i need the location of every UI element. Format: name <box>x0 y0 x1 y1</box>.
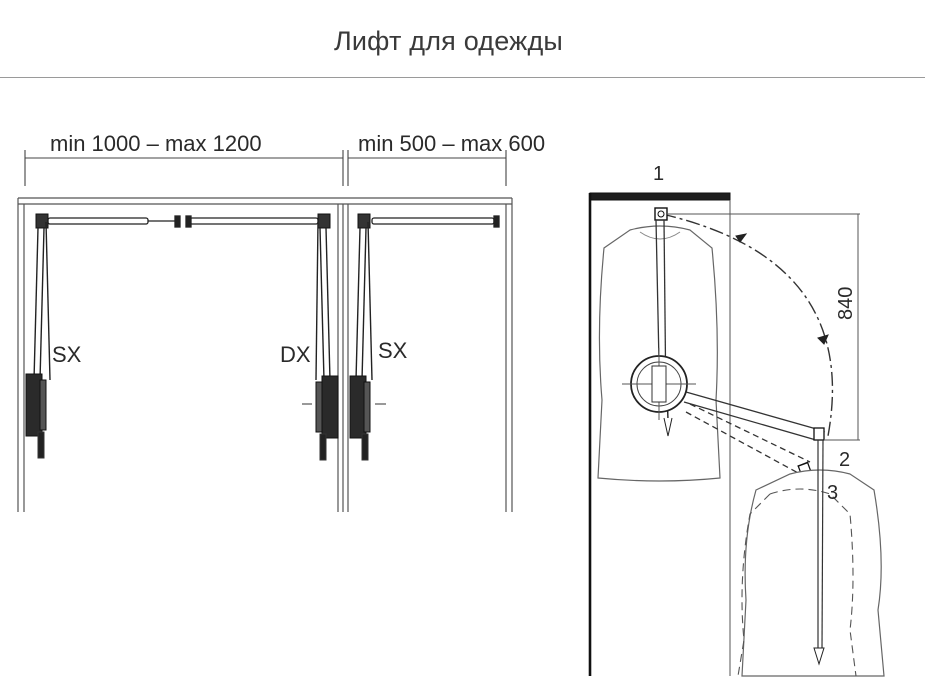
dimension-line-narrow <box>347 150 507 186</box>
dimension-line-wide <box>24 150 344 186</box>
lift-mechanism-right <box>349 213 386 461</box>
garment-lowered <box>741 469 885 677</box>
dimension-label-wide: min 1000 – max 1200 <box>50 131 262 156</box>
hanging-rails <box>47 215 500 228</box>
position-label-2: 2 <box>839 449 850 471</box>
cabinet-frame <box>17 197 513 512</box>
title-divider <box>0 77 925 78</box>
cabinet-front-view <box>17 150 513 512</box>
position-label-3: 3 <box>827 482 838 504</box>
lift-hub <box>622 348 696 420</box>
height-dimension-label: 840 <box>835 287 857 320</box>
lift-mechanism-middle <box>302 213 339 461</box>
dimension-840 <box>668 213 860 441</box>
swing-arc <box>661 213 834 437</box>
top-panel <box>589 192 731 201</box>
side-label-sx-right: SX <box>378 338 408 363</box>
cabinet-side-view <box>588 192 885 677</box>
position-label-1: 1 <box>653 163 664 185</box>
side-label-dx-middle: DX <box>280 342 311 367</box>
lift-mechanism-left <box>25 213 51 459</box>
side-label-sx-left: SX <box>52 342 82 367</box>
garment-lowered-dashed <box>737 488 857 677</box>
dimension-label-narrow: min 500 – max 600 <box>358 131 545 156</box>
page-title: Лифт для одежды <box>333 26 564 56</box>
